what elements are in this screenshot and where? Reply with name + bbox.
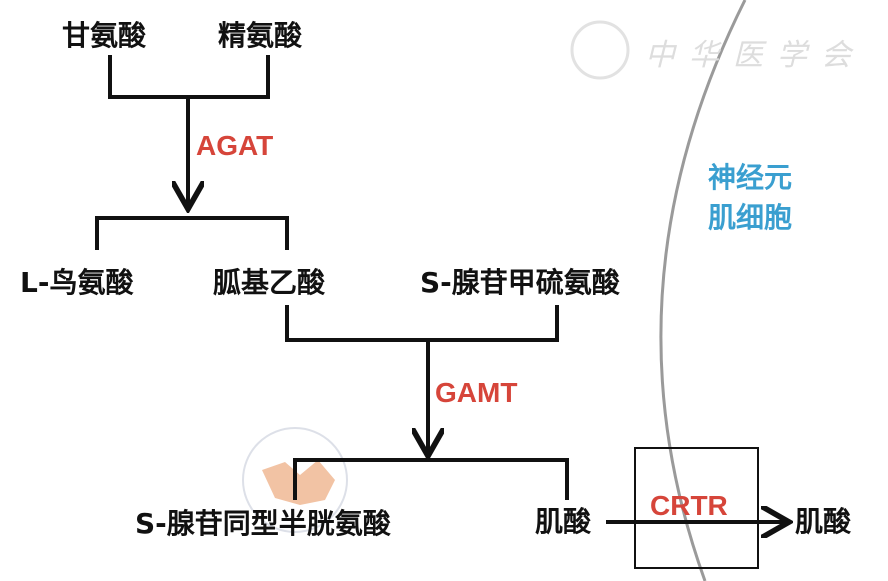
bracket-3 [285, 305, 559, 342]
node-sam: S-腺苷甲硫氨酸 [420, 266, 620, 299]
node-creatine-extracellular: 肌酸 [535, 505, 592, 538]
cell-type-label: 神经元 肌细胞 [708, 158, 792, 238]
node-arginine: 精氨酸 [218, 19, 303, 52]
bracket-2 [95, 216, 289, 250]
cell-label-neuron: 神经元 [708, 161, 793, 194]
enzyme-gamt: GAMT [435, 377, 518, 408]
node-sah: S-腺苷同型半胱氨酸 [135, 507, 391, 540]
watermark-text: 中华医学会 [645, 38, 865, 73]
cell-label-muscle: 肌细胞 [708, 201, 793, 234]
china-map-icon [262, 460, 335, 505]
watermark-seal-bottom-icon [242, 427, 348, 533]
node-ornithine: L-鸟氨酸 [20, 266, 134, 299]
node-guanidinoacetate: 胍基乙酸 [213, 266, 326, 299]
watermark-seal-icon [570, 20, 630, 80]
node-creatine-intracellular: 肌酸 [795, 505, 852, 538]
enzyme-crtr: CRTR [650, 490, 728, 521]
enzyme-agat: AGAT [196, 130, 274, 161]
bracket-1 [108, 55, 270, 99]
cell-membrane [659, 0, 747, 581]
crtr-transporter-box [634, 447, 759, 569]
node-glycine: 甘氨酸 [62, 19, 147, 52]
bracket-4 [293, 458, 569, 500]
